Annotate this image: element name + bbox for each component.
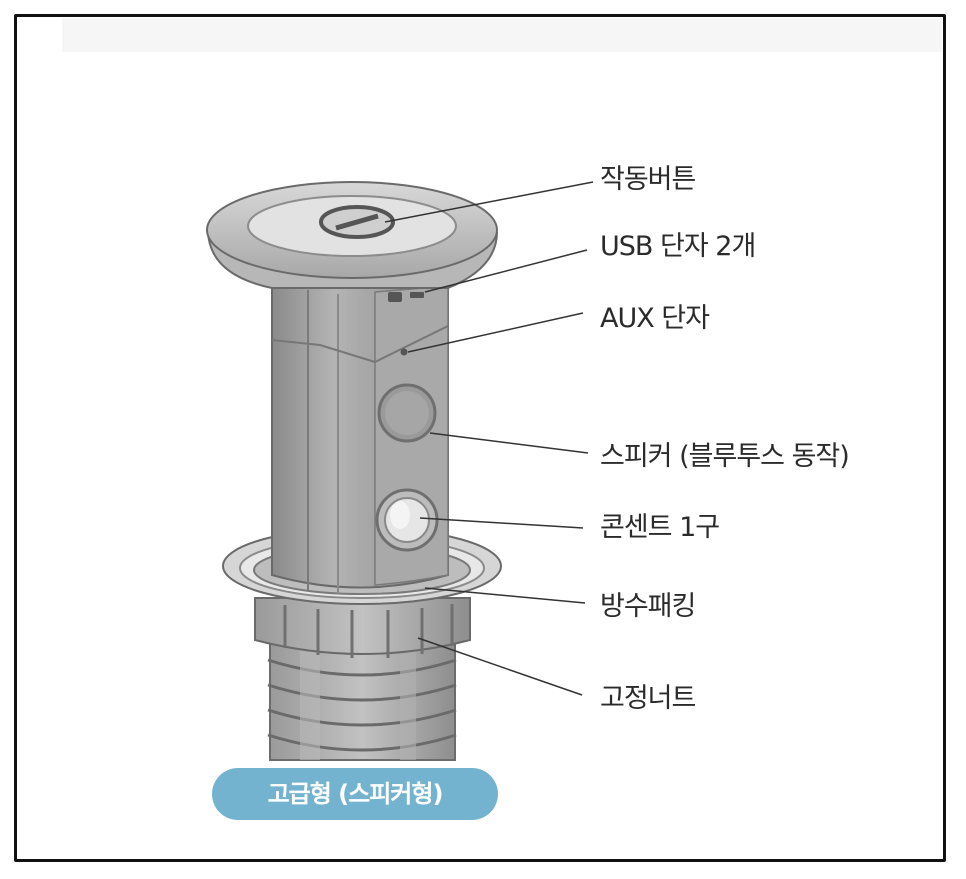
header-band: [62, 18, 942, 52]
label-outlet: 콘센트 1구: [600, 512, 720, 543]
label-operation-button: 작동버튼: [600, 164, 696, 195]
diagram-frame: [14, 14, 946, 862]
leader-operation-button: [384, 181, 594, 223]
leader-fixing-nut: [417, 637, 583, 696]
label-waterproof-packing: 방수패킹: [600, 591, 696, 622]
top-cap: [206, 181, 498, 289]
leader-usb-ports: [424, 249, 588, 293]
leader-speaker: [429, 432, 589, 454]
leader-lines: [384, 181, 594, 696]
leader-outlet: [419, 517, 584, 529]
label-speaker: 스피커 (블루투스 동작): [600, 441, 850, 472]
column-body: [271, 285, 449, 594]
leader-aux-port: [407, 312, 584, 353]
label-aux-port: AUX 단자: [600, 303, 710, 334]
label-fixing-nut: 고정너트: [600, 683, 696, 714]
threaded-body: [267, 639, 457, 761]
fixing-nut: [254, 597, 471, 658]
label-usb-ports: USB 단자 2개: [600, 231, 756, 262]
model-type-badge: 고급형 (스피커형): [212, 768, 498, 820]
leader-waterproof-packing: [424, 587, 586, 604]
